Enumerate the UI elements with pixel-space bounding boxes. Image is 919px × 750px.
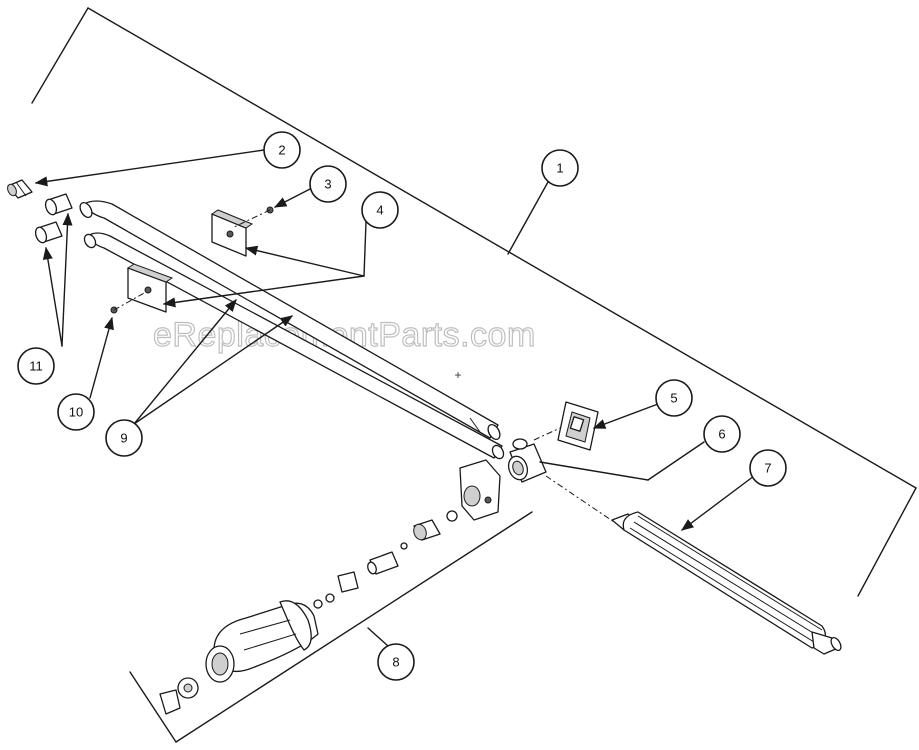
part-8-valve-body (459, 459, 501, 521)
callout-9: 9 (105, 419, 143, 457)
part-6-coupler (507, 438, 547, 483)
part-8-end-nut (159, 677, 199, 715)
callout-7: 7 (749, 449, 787, 487)
part-5-plate (557, 401, 599, 451)
center-mark: + (454, 368, 461, 382)
svg-text:2: 2 (278, 143, 285, 158)
callout-10: 10 (57, 393, 95, 431)
part-4-bracket-lower (126, 263, 174, 313)
svg-text:9: 9 (120, 431, 127, 446)
svg-text:6: 6 (718, 427, 725, 442)
part-4-bracket-upper (210, 209, 254, 257)
callout-5: 5 (655, 379, 693, 417)
svg-text:7: 7 (764, 461, 771, 476)
callout-6: 6 (703, 415, 741, 453)
part-11-ferrules (34, 193, 73, 244)
leader-lines (34, 149, 755, 647)
svg-text:3: 3 (324, 177, 331, 192)
svg-text:8: 8 (392, 655, 399, 670)
part-7-grip (611, 511, 842, 655)
callout-4: 4 (361, 191, 399, 229)
axis-line-plate (533, 427, 561, 441)
svg-text:11: 11 (29, 359, 43, 374)
part-8-fittings (313, 510, 458, 609)
svg-text:5: 5 (670, 391, 677, 406)
lance-tube-lower (83, 232, 505, 460)
assembly-bracket-8 (129, 511, 533, 743)
svg-text:10: 10 (69, 405, 83, 420)
svg-text:4: 4 (376, 203, 383, 218)
callout-11: 11 (17, 347, 55, 385)
part-10-screw (110, 291, 147, 314)
axis-line-coupler-grip (545, 475, 615, 523)
part-2-nozzle-fitting (7, 179, 33, 199)
part-3-screw (231, 206, 274, 229)
part-8-handle (205, 600, 319, 683)
callout-3: 3 (309, 165, 347, 203)
callout-1: 1 (541, 149, 579, 187)
callout-8: 8 (377, 643, 415, 681)
callout-2: 2 (263, 131, 301, 169)
assembly-bracket-1 (31, 7, 917, 597)
svg-text:1: 1 (556, 161, 563, 176)
